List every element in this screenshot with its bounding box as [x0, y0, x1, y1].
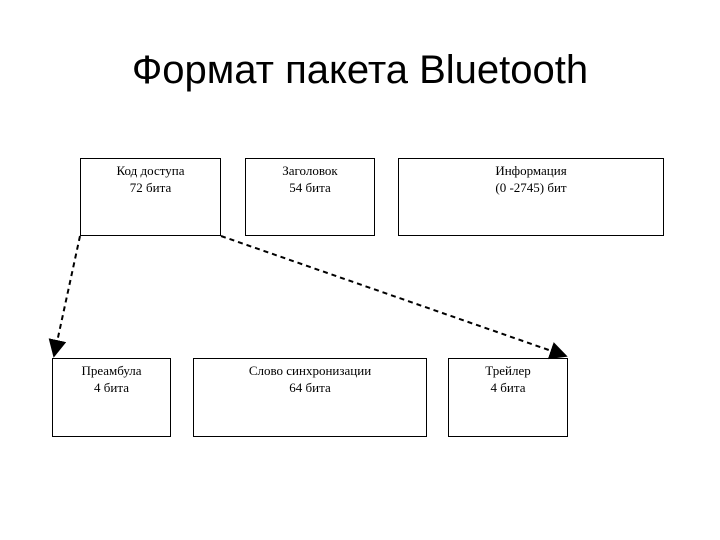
- field-preamble: Преамбула 4 бита: [52, 358, 171, 437]
- dashed-arrow-left: [48, 235, 81, 358]
- field-preamble-label: Преамбула: [81, 363, 142, 378]
- field-sync-word: Слово синхронизации 64 бита: [193, 358, 427, 437]
- field-access-code: Код доступа 72 бита: [80, 158, 221, 236]
- field-information-label: Информация: [495, 163, 567, 178]
- field-access-code-size: 72 бита: [129, 180, 172, 195]
- field-preamble-size: 4 бита: [94, 380, 129, 395]
- field-sync-word-label: Слово синхронизации: [248, 363, 372, 378]
- field-header-label: Заголовок: [282, 163, 338, 178]
- field-trailer-label: Трейлер: [485, 363, 531, 378]
- field-trailer-size: 4 бита: [490, 380, 526, 395]
- field-trailer: Трейлер 4 бита: [448, 358, 568, 437]
- dashed-arrow-right: [220, 235, 568, 360]
- field-header: Заголовок 54 бита: [245, 158, 375, 236]
- field-access-code-label: Код доступа: [116, 163, 185, 178]
- field-header-size: 54 бита: [289, 180, 331, 195]
- diagram-title: Формат пакета Bluetooth: [131, 48, 589, 92]
- field-information-size: (0 -2745) бит: [495, 180, 567, 195]
- field-sync-word-size: 64 бита: [289, 380, 331, 395]
- field-information: Информация (0 -2745) бит: [398, 158, 664, 236]
